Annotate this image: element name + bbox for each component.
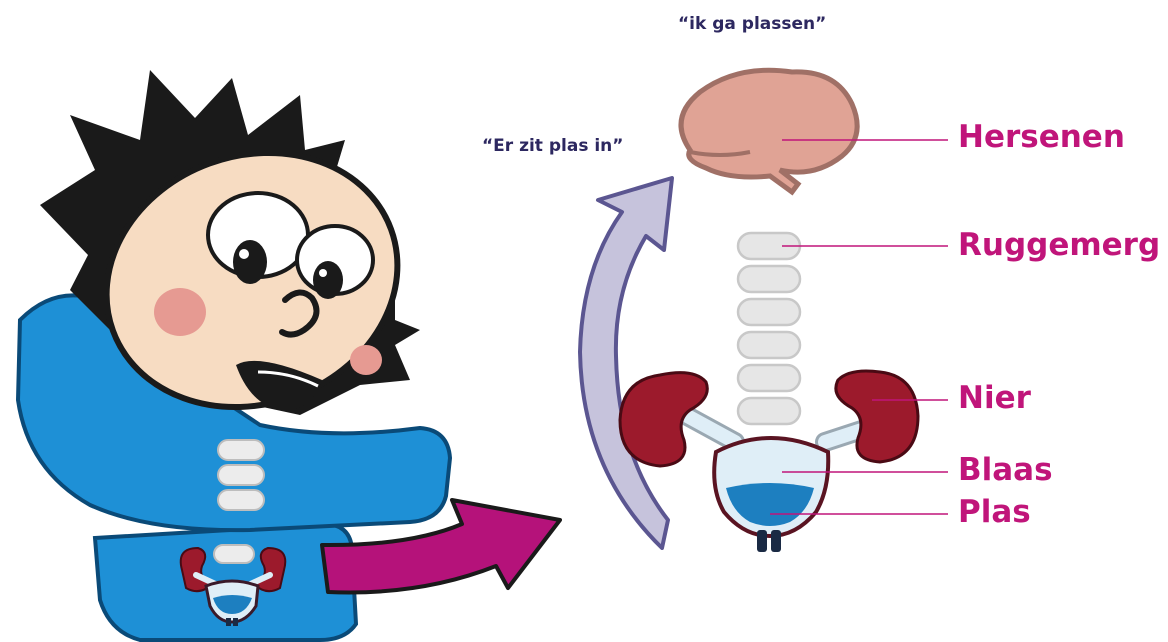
brain-icon <box>681 70 857 192</box>
quote-side: “Er zit plas in” <box>482 136 623 156</box>
quote-top: “ik ga plassen” <box>678 14 826 34</box>
boy-cheek-left <box>154 288 206 336</box>
bladder-icon <box>714 438 828 552</box>
spine-icon <box>738 233 800 424</box>
label-blaas: Blaas <box>958 455 1053 486</box>
boy-cheek-right <box>350 345 382 375</box>
label-hersenen: Hersenen <box>958 122 1125 153</box>
kidney-right-icon <box>836 371 918 462</box>
arrow-signal-up <box>580 178 672 548</box>
label-nier: Nier <box>958 383 1031 414</box>
label-plas: Plas <box>958 497 1031 528</box>
label-ruggemerg: Ruggemerg <box>958 230 1160 261</box>
